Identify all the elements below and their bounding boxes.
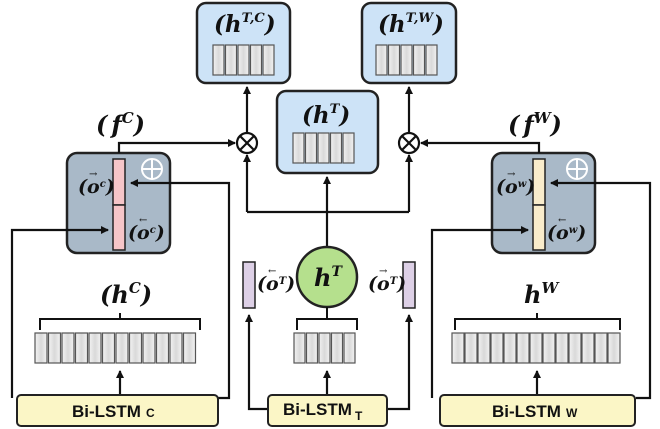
hTW-cell [387,44,401,76]
label-hTC: (hT,C) [214,11,276,38]
hC-cell [169,332,183,364]
t-backward-vector [242,261,256,309]
arrow-o-c-bwd: ← [139,215,147,226]
connections [10,86,652,411]
hT-seq-cell [330,332,344,364]
hC-cell [115,332,129,364]
hC-cell [128,332,143,364]
brace-hW [454,313,621,330]
hC-cell [34,332,48,364]
c-forward-vector [112,158,126,206]
hT-seq-cell [305,332,319,364]
hW-cell [503,332,517,364]
hT-cell [317,132,330,164]
hT-seq-cell [318,332,331,364]
arrow-o-w-fwd: → [507,169,516,180]
label-fC: (fC) [96,109,145,139]
label-o-c-bwd: (oc) [128,222,165,244]
hTW-cell [375,44,388,76]
t-forward-vector [402,261,416,309]
hT-cell [342,132,355,164]
arrow-o-w-bwd: ← [558,215,566,226]
sequence-hC [34,332,197,364]
hTC-cell [224,44,238,76]
label-o-w-fwd: (ow) [496,176,535,198]
hW-cell [490,332,504,364]
multiply-icon-right [397,131,421,155]
brace-hC [39,313,201,330]
hW-cell [607,332,621,364]
sequence-hW [451,332,621,364]
label-hW: hW [524,279,560,309]
hT-seq-cell [293,332,306,364]
label-o-t-right: (oT) [368,273,406,295]
hW-cell [581,332,595,364]
c-backward-vector [112,204,126,251]
hTC-cell [237,44,250,76]
concat-box-C: (oc) → (oc) ← [65,151,172,255]
hW-cell [568,332,582,364]
hW-cell [451,332,465,364]
arrow-o-t-right: → [379,266,388,277]
hW-cell [516,332,530,364]
hT-cell [304,132,318,164]
hC-cell [142,332,156,364]
hW-cell [477,332,491,364]
label-hTW: (hT,W) [378,11,444,38]
hTW-cell [400,44,413,76]
label-o-t-left: (oT) [257,273,295,295]
hW-cell [542,332,556,364]
concat-box-W: (ow) → (ow) ← [490,151,597,255]
target-box-hT: (hT) [275,89,380,175]
arrow-o-c-fwd: → [89,169,98,180]
hTW-cell [412,44,426,76]
label-hT-circle: hT [314,263,343,292]
w-backward-vector [532,204,546,251]
hTC-cell [249,44,263,76]
hW-cell [555,332,569,364]
label-fW: (fW) [508,109,562,139]
label-hC: (hC) [100,279,152,309]
hTW-cell [425,44,438,76]
hT-seq-cell [343,332,356,364]
label-hT-box: (hT) [302,102,350,129]
hTC-cell [262,44,275,76]
arrow-o-t-left: ← [268,266,276,277]
hC-cell [155,332,170,364]
sequence-hT [293,332,356,364]
output-box-hTW: (hT,W) [360,1,458,85]
brace-hT [296,307,358,330]
output-box-hTC: (hT,C) [195,1,292,85]
hC-cell [74,332,89,364]
hC-cell [182,332,197,364]
multiply-icon-left [235,131,259,155]
hW-cell [464,332,478,364]
hTC-cell [212,44,225,76]
hC-cell [101,332,116,364]
hC-cell [61,332,75,364]
hC-cell [47,332,62,364]
hC-cell [88,332,102,364]
hT-cell [329,132,343,164]
label-o-c-fwd: (oc) [78,176,115,198]
target-circle-hT: hT [295,245,359,309]
hW-cell [529,332,543,364]
label-o-w-bwd: (ow) [547,222,586,244]
hW-cell [594,332,608,364]
hT-cell [292,132,305,164]
